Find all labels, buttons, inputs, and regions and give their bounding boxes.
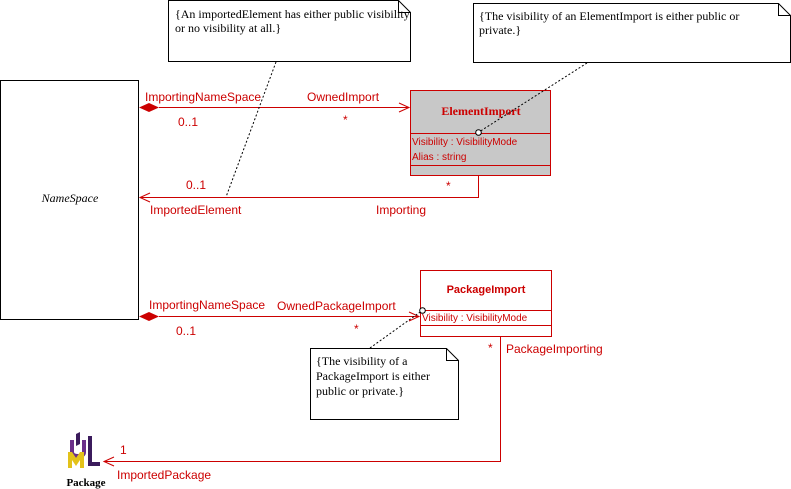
role-imported-element: ImportedElement (150, 203, 242, 217)
element-import-class-name: ElementImport (441, 104, 520, 118)
role-owned-import: OwnedImport (307, 90, 380, 104)
mult-imported-package: 1 (120, 443, 127, 457)
composition-diamond-icon (139, 312, 159, 321)
note-line: private.} (479, 23, 521, 37)
arrowhead-icon (408, 311, 421, 322)
note-element-import-visibility[interactable]: {The visibility of an ElementImport is e… (473, 3, 791, 63)
note-line: {The visibility of an ElementImport is e… (479, 9, 739, 23)
package-import-class[interactable]: PackageImport Visibility : VisibilityMod… (420, 270, 552, 337)
mult-importing-namespace-pkg: 0..1 (176, 324, 196, 338)
role-owned-package-import: OwnedPackageImport (277, 299, 396, 313)
namespace-class-name: NameSpace (41, 191, 99, 205)
note-package-import-visibility[interactable]: {The visibility of a PackageImport is ei… (310, 348, 459, 420)
association-imported-package[interactable]: * PackageImporting 1 ImportedPackage (102, 337, 603, 482)
mult-imported-element: 0..1 (186, 178, 206, 192)
mult-owned-import: * (343, 113, 348, 127)
note-line: or no visibility at all.} (175, 21, 281, 35)
association-owned-import[interactable]: ImportingNameSpace 0..1 OwnedImport * (139, 90, 411, 129)
role-imported-package: ImportedPackage (117, 468, 211, 482)
note-line: PackageImport is either (316, 369, 430, 383)
package-element[interactable]: Package (66, 432, 106, 489)
connector-anchor-icon (419, 307, 426, 314)
package-import-class-name: PackageImport (447, 284, 526, 296)
arrowhead-icon (102, 456, 115, 467)
role-importing: Importing (376, 203, 426, 217)
note-line: public or private.} (316, 384, 404, 398)
note-line: {An importedElement has either public vi… (175, 7, 410, 21)
role-importing-namespace-pkg: ImportingNameSpace (149, 298, 265, 312)
package-import-attr-visibility: Visibility : VisibilityMode (422, 313, 528, 324)
mult-package-importing: * (488, 341, 493, 355)
note-connector-element-import (478, 62, 588, 133)
association-owned-package-import[interactable]: ImportingNameSpace 0..1 OwnedPackageImpo… (139, 298, 421, 338)
connector-anchor-icon (475, 129, 482, 136)
note-element-import-visibility-text: {The visibility of an ElementImport is e… (479, 9, 742, 37)
mult-importing: * (446, 179, 451, 193)
role-package-importing: PackageImporting (506, 342, 603, 356)
arrowhead-icon (138, 192, 151, 203)
composition-diamond-icon (139, 103, 159, 112)
element-import-attr-visibility: Visibility : VisibilityMode (412, 137, 518, 148)
mult-owned-package-import: * (354, 322, 359, 336)
namespace-class[interactable]: NameSpace (0, 80, 139, 320)
arrowhead-icon (398, 102, 411, 113)
note-connector-package-import (369, 309, 424, 349)
note-connector-imported-element (225, 61, 277, 198)
note-imported-element[interactable]: {An importedElement has either public vi… (168, 0, 413, 62)
element-import-attr-alias: Alias : string (412, 152, 466, 163)
mult-importing-namespace: 0..1 (178, 115, 198, 129)
role-importing-namespace: ImportingNameSpace (145, 90, 261, 104)
note-imported-element-text: {An importedElement has either public vi… (175, 7, 413, 35)
note-line: {The visibility of a (316, 354, 408, 368)
note-package-import-visibility-text: {The visibility of a PackageImport is ei… (316, 354, 433, 398)
package-name: Package (66, 477, 105, 489)
association-imported-element[interactable]: 0..1 ImportedElement * Importing (138, 176, 479, 217)
uml-logo-icon (68, 432, 100, 468)
